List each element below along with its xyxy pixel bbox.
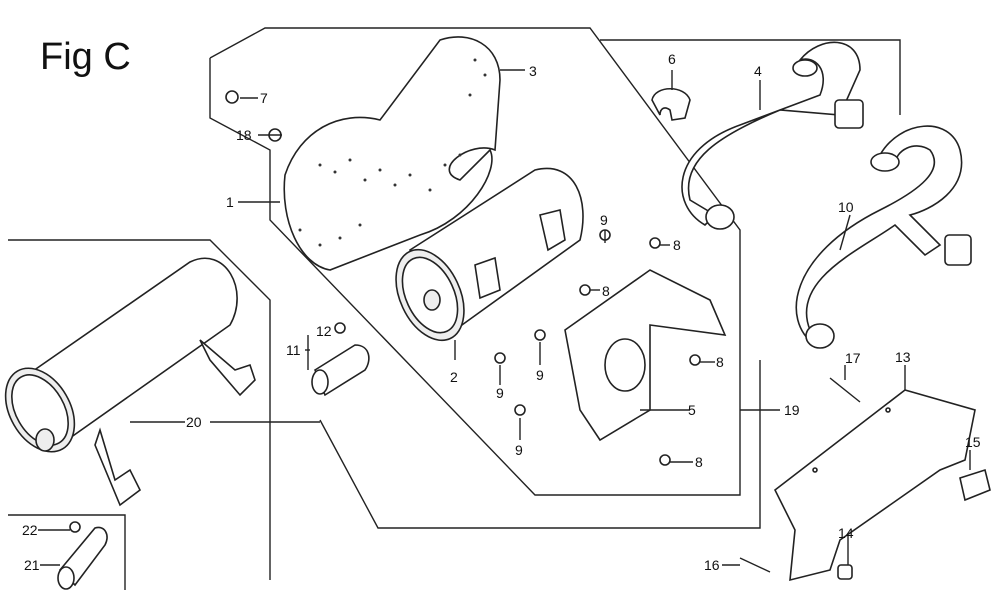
part-muffler-lower [4,257,256,507]
part-spark-arrester-21 [57,526,108,590]
callout-10: 10 [838,199,854,215]
callout-2: 2 [450,369,458,385]
callout-21: 21 [24,557,40,573]
callout-19: 19 [784,402,800,418]
callout-9a: 9 [600,212,608,228]
callout-17: 17 [845,350,861,366]
callout-8a: 8 [673,237,681,253]
callout-15: 15 [965,434,981,450]
part-heat-guard [773,389,976,582]
callout-9d: 9 [515,442,523,458]
callout-18: 18 [236,127,252,143]
callout-14: 14 [838,525,854,541]
callout-20: 20 [186,414,202,430]
assembly-outline-upper [209,27,901,496]
callout-8d: 8 [695,454,703,470]
callout-5: 5 [688,402,696,418]
callout-9c: 9 [496,385,504,401]
fasteners [69,90,861,580]
part-spark-arrester-11 [311,344,370,397]
callout-7: 7 [260,90,268,106]
leader-lines [38,69,971,566]
callout-11: 11 [286,342,301,358]
callout-13: 13 [895,349,911,365]
callout-12: 12 [316,323,332,339]
assembly-outline-lower [8,239,761,580]
callout-8b: 8 [602,283,610,299]
part-exhaust-pipe-4 [681,41,864,230]
callout-8c: 8 [716,354,724,370]
part-heat-shield [283,36,501,271]
part-muffler-body [395,167,584,342]
part-exhaust-pipe-10 [795,125,972,349]
figure-title: Fig C [40,36,131,78]
callout-6: 6 [668,51,676,67]
callout-1: 1 [226,194,234,210]
callout-16: 16 [704,557,720,573]
part-bracket-plate [564,269,727,442]
part-clamp [651,87,691,121]
part-pipe-end-15 [959,468,991,502]
callout-22: 22 [22,522,38,538]
callout-4: 4 [754,63,762,79]
assembly-outline-small [8,514,126,590]
callout-labels: 1 2 3 4 5 6 7 8 8 8 8 9 9 9 9 10 11 12 1… [22,51,981,573]
callout-3: 3 [529,63,537,79]
callout-9b: 9 [536,367,544,383]
